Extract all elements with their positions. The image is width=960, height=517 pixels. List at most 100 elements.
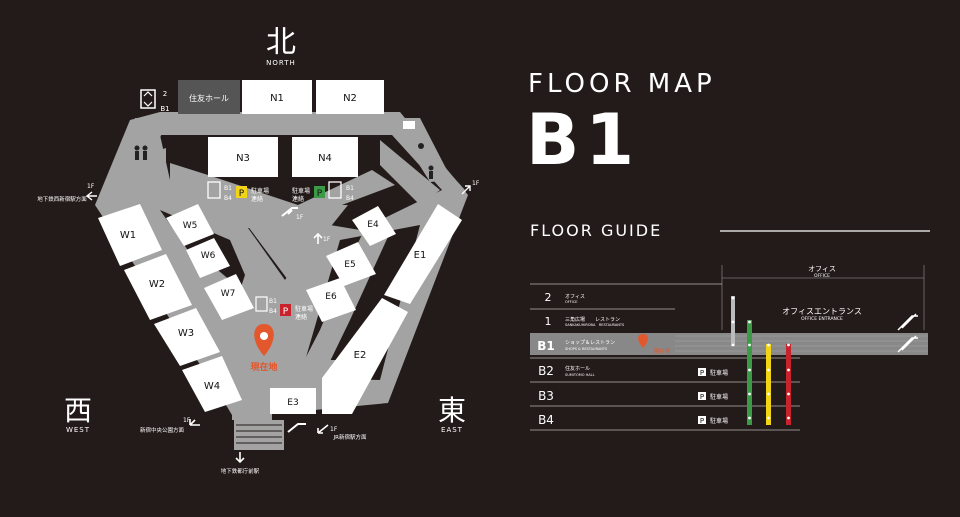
floor-row-1-name: 1 bbox=[545, 315, 552, 328]
store-e6-label: E6 bbox=[325, 292, 337, 302]
current-location-label: 現在地 bbox=[250, 361, 277, 373]
store-e1[interactable] bbox=[384, 204, 462, 304]
store-w4-label: W4 bbox=[204, 381, 220, 392]
store-w2[interactable] bbox=[124, 254, 192, 320]
exit-east-1f[interactable]: 1F bbox=[461, 180, 480, 195]
parking-link-label-1: 駐車場 bbox=[251, 187, 269, 195]
floor-row-b1-en: SHOPS & RESTAURANTS bbox=[565, 347, 608, 351]
office-entrance-label-en: OFFICE ENTRANCE bbox=[801, 316, 843, 322]
guide-elevator-shaft-green bbox=[747, 320, 752, 425]
arrow-up-1f: 1F bbox=[323, 236, 331, 243]
store-e6[interactable] bbox=[306, 278, 356, 322]
elevator-mid-bottom: B4 bbox=[224, 195, 232, 202]
store-e4[interactable] bbox=[352, 206, 396, 246]
exit-jr-shinjuku[interactable]: 1F JR新宿駅方面 bbox=[317, 424, 367, 441]
store-w3-label: W3 bbox=[178, 328, 194, 339]
floor-guide: オフィス OFFICE 2 オフィス OFFICE 1 三角広場 レストラン S… bbox=[530, 265, 928, 431]
store-w2-label: W2 bbox=[149, 279, 165, 290]
floor-row-1-en: SANKAKUHIROBA RESTAURANTS bbox=[565, 323, 625, 327]
store-w1[interactable] bbox=[98, 204, 162, 266]
parking-red-p: P bbox=[283, 307, 289, 317]
arrow-down-left-icon bbox=[189, 419, 200, 426]
guide-parking-icon-b2 bbox=[698, 368, 706, 376]
arrow-down-icon bbox=[235, 452, 245, 464]
store-n2[interactable] bbox=[316, 80, 384, 114]
store-n4[interactable] bbox=[292, 137, 358, 177]
elevator-icon-mid: B1 B4 P 駐車場 連絡 bbox=[207, 181, 269, 203]
store-e2[interactable] bbox=[322, 298, 408, 414]
elevator-nw-bottom: B1 bbox=[160, 105, 169, 113]
office-label: オフィス bbox=[808, 265, 836, 273]
office-entrance-label: オフィスエントランス bbox=[782, 307, 862, 316]
arrow-up-right-icon bbox=[461, 185, 471, 195]
guide-parking-b2: 駐車場 bbox=[710, 369, 728, 377]
elevator-mideast-bottom: B4 bbox=[346, 195, 354, 202]
floor-row-2-jp: オフィス bbox=[565, 294, 585, 300]
restroom-icon-west bbox=[108, 120, 168, 182]
store-n1-label: N1 bbox=[270, 93, 284, 104]
parking-link2-label-1: 連絡 bbox=[251, 195, 263, 203]
store-sumitomo-hall-label: 住友ホール bbox=[189, 93, 229, 103]
store-w7-label: W7 bbox=[221, 289, 236, 299]
store-w3[interactable] bbox=[154, 308, 220, 366]
exit-nw-1f: 1F bbox=[87, 183, 95, 190]
floor-row-b3-name: B3 bbox=[538, 389, 554, 403]
guide-heading: FLOOR GUIDE bbox=[530, 221, 662, 240]
west-label: WEST bbox=[66, 426, 90, 434]
guide-location-pin-icon bbox=[638, 334, 648, 348]
store-e5[interactable] bbox=[326, 242, 376, 286]
elevator-mid-top: B1 bbox=[224, 185, 232, 192]
store-e1-label: E1 bbox=[414, 250, 427, 261]
floor-row-b1-jp: ショップ＆レストラン bbox=[565, 340, 615, 346]
exit-s-label: 地下鉄都庁前駅 bbox=[221, 467, 260, 475]
parking-yellow-p: P bbox=[239, 189, 245, 199]
exit-chuo-koen[interactable]: 1F 新宿中央公園方面 bbox=[140, 417, 200, 434]
arrow-down-right-icon bbox=[317, 424, 329, 434]
store-e3[interactable] bbox=[270, 388, 316, 414]
floor-row-1-jp: 三角広場 レストラン bbox=[565, 316, 620, 323]
current-location-marker: 現在地 bbox=[250, 324, 278, 373]
parking-green-p: P bbox=[317, 189, 323, 199]
store-n3[interactable] bbox=[208, 137, 278, 177]
store-w5-label: W5 bbox=[183, 221, 198, 231]
store-w6[interactable] bbox=[186, 238, 230, 278]
floor-row-b2-name: B2 bbox=[538, 364, 554, 378]
exit-sw-label: 新宿中央公園方面 bbox=[140, 426, 185, 434]
parking-icon-yellow bbox=[236, 186, 247, 198]
arrow-up-icon bbox=[313, 232, 323, 244]
elevator-south-bottom: B4 bbox=[269, 308, 277, 315]
exit-nishi-shinjuku[interactable]: 1F 地下鉄西新宿駅方面 bbox=[37, 183, 97, 203]
exit-se-1f: 1F bbox=[330, 426, 338, 433]
elevator-mideast-top: B1 bbox=[346, 185, 354, 192]
floor-row-b4-name: B4 bbox=[538, 413, 554, 427]
guide-elevator-shaft-red bbox=[786, 344, 791, 425]
store-w5[interactable] bbox=[166, 204, 214, 246]
restroom-icon-east bbox=[390, 118, 452, 182]
floor-row-b2-en: SUMITOMO HALL bbox=[565, 373, 595, 377]
guide-current-location-label: 現在地 bbox=[654, 347, 671, 355]
store-w4[interactable] bbox=[182, 356, 242, 412]
exit-se-label: JR新宿駅方面 bbox=[333, 433, 367, 441]
parking-icon-green bbox=[314, 186, 325, 198]
floor-row-2-name: 2 bbox=[545, 291, 552, 304]
store-n3-label: N3 bbox=[236, 153, 250, 164]
store-w7[interactable] bbox=[204, 274, 254, 320]
exit-tochomae[interactable]: 地下鉄都庁前駅 bbox=[221, 452, 260, 475]
store-n2-label: N2 bbox=[343, 93, 357, 104]
stores: 住友ホール N1 N2 N3 N4 W1 W2 W3 W4 W5 W6 W7 E… bbox=[98, 80, 462, 414]
elevator-icon-northwest: 2 B1 bbox=[140, 89, 170, 113]
guide-parking-p-b3: P bbox=[700, 393, 704, 401]
store-n1[interactable] bbox=[242, 80, 312, 114]
store-e3-label: E3 bbox=[287, 398, 298, 408]
page-title: FLOOR MAP bbox=[528, 69, 716, 99]
exit-nw-label: 地下鉄西新宿駅方面 bbox=[37, 195, 87, 203]
exit-ne-1f: 1F bbox=[472, 180, 480, 187]
guide-parking-icon-b3 bbox=[698, 392, 706, 400]
store-n4-label: N4 bbox=[318, 153, 332, 164]
floor-row-2-en: OFFICE bbox=[565, 300, 577, 304]
elevator-south-top: B1 bbox=[269, 298, 277, 305]
store-sumitomo-hall[interactable] bbox=[178, 80, 240, 114]
elevator-icon-mid-east: 駐車場 連絡 P B1 B4 bbox=[292, 181, 354, 203]
